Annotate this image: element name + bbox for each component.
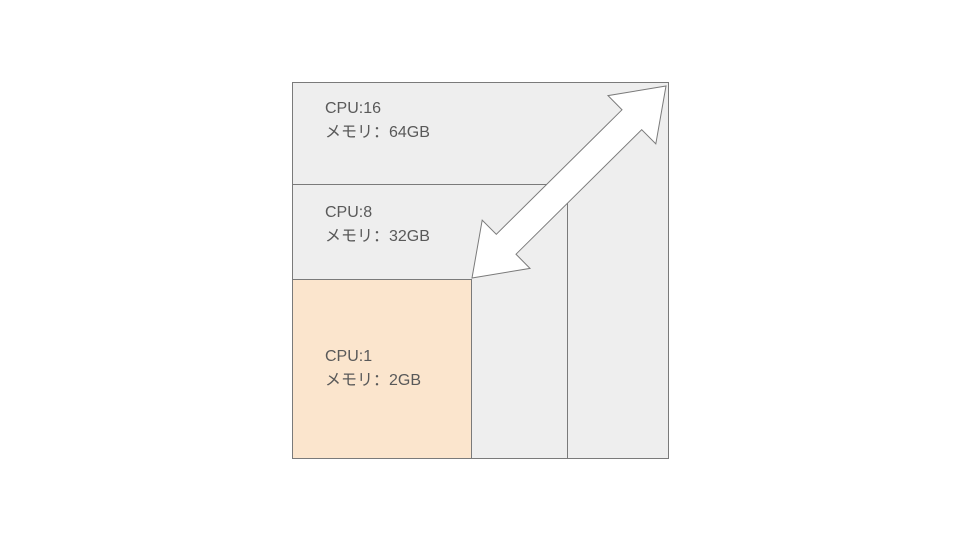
cpu-spec-medium: CPU:8 — [325, 204, 373, 221]
memory-spec-medium: メモリ：32GB — [325, 228, 430, 245]
memory-spec-small: メモリ：2GB — [325, 372, 422, 389]
double-headed-arrow-icon — [471, 85, 667, 279]
cpu-spec-small: CPU:1 — [325, 348, 373, 365]
instance-label-large: CPU:16 メモリ：64GB — [325, 97, 430, 145]
memory-spec-large: メモリ：64GB — [325, 124, 430, 141]
instance-box-small — [292, 279, 472, 459]
instance-label-small: CPU:1 メモリ：2GB — [325, 345, 421, 393]
instance-label-medium: CPU:8 メモリ：32GB — [325, 201, 430, 249]
cpu-spec-large: CPU:16 — [325, 100, 382, 117]
